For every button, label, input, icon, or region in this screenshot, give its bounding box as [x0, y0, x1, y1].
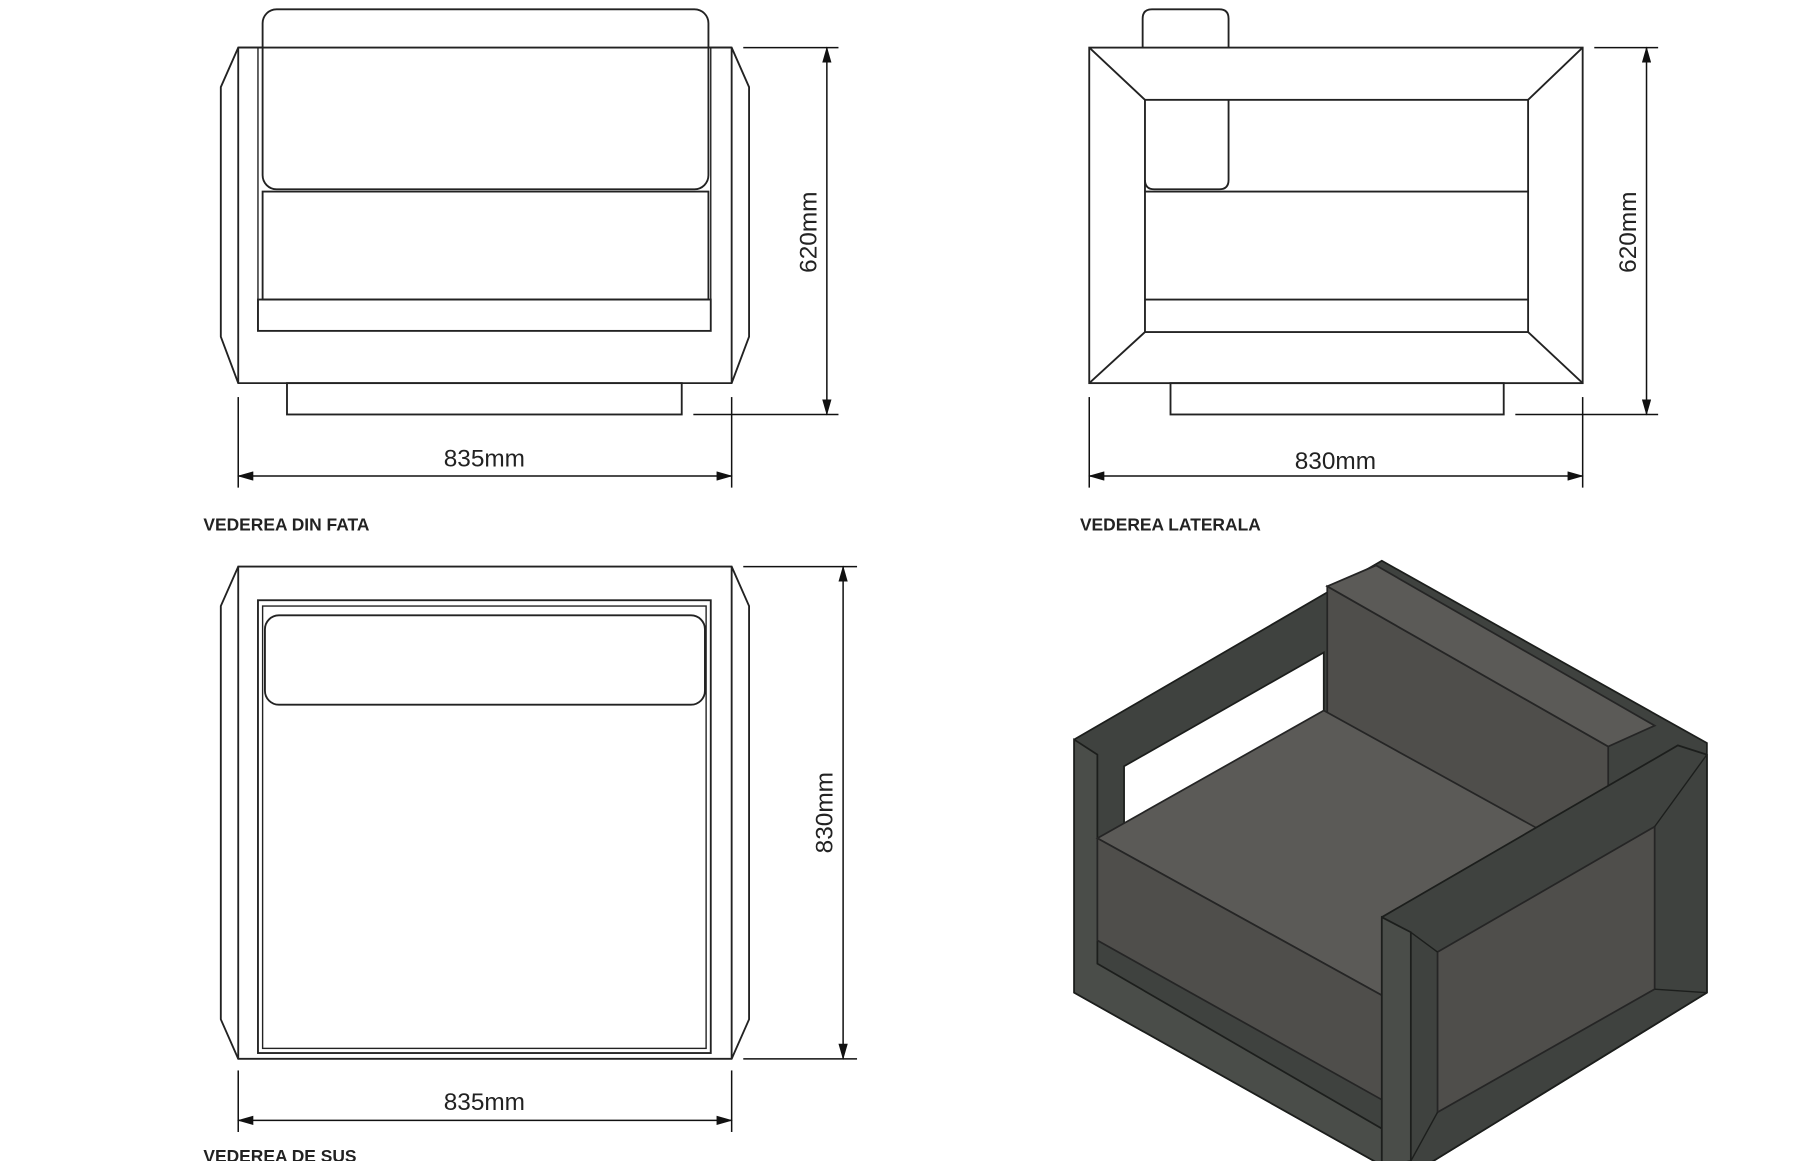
top-seat-cushion [261, 605, 707, 1050]
top-view-label: VEDEREA DE SUS [203, 1146, 356, 1161]
side-width-dim: 830mm [1295, 448, 1376, 475]
side-view: 620mm 830mm VEDEREA LATERALA [1080, 8, 1659, 535]
front-width-dim: 835mm [444, 446, 525, 473]
front-back-cushion [261, 8, 710, 191]
top-frame-outline [219, 565, 750, 1060]
side-plinth [1169, 382, 1505, 416]
front-frame-outline [219, 46, 750, 385]
iso-right-arm-front-face [1380, 915, 1412, 1161]
top-back-cushion [264, 614, 706, 706]
top-width-dim: 835mm [444, 1089, 525, 1116]
isometric-render [1073, 559, 1708, 1161]
front-seat-base [257, 298, 712, 332]
iso-back-cushion-top [1325, 564, 1657, 748]
side-height-dim: 620mm [1615, 192, 1642, 273]
top-inner-frame [257, 599, 712, 1054]
top-view: 830mm 835mm VEDEREA DE SUS [203, 565, 858, 1161]
front-view: 620mm 835mm VEDEREA DIN FATA [203, 8, 839, 535]
front-view-label: VEDEREA DIN FATA [203, 515, 369, 535]
front-seat-cushion [261, 190, 710, 301]
side-view-label: VEDEREA LATERALA [1080, 515, 1261, 535]
side-back-cushion-top [1141, 8, 1230, 48]
top-depth-dim: 830mm [812, 772, 839, 853]
front-height-dim: 620mm [795, 192, 822, 273]
side-frame-inner [1144, 98, 1530, 333]
front-plinth [286, 382, 683, 416]
side-back-cushion [1144, 99, 1230, 191]
